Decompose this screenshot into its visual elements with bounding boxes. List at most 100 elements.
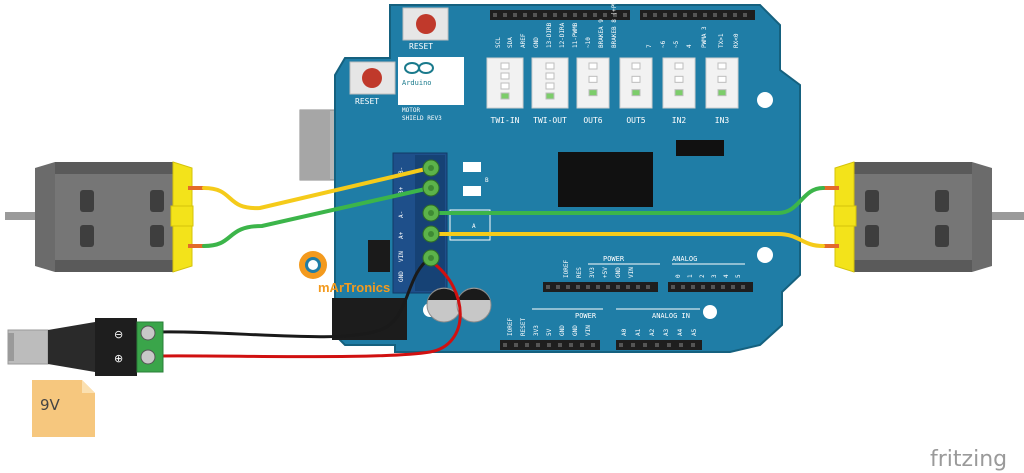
small-chip: [676, 140, 724, 156]
header-pin: [591, 343, 595, 347]
top-pin-label: RX<0: [733, 33, 740, 48]
top-pin-label: PWMA 3: [701, 26, 708, 48]
header-pin: [513, 13, 517, 17]
header-pin: [619, 343, 623, 347]
reset-label-top: RESET: [409, 42, 433, 51]
reset-label-left: RESET: [355, 97, 379, 106]
top-pin-label: BRAKEA 9: [598, 19, 605, 48]
header-pin: [673, 13, 677, 17]
shield-power-pin-label: IOREF: [563, 260, 570, 278]
header-pin: [741, 285, 745, 289]
svg-text:A: A: [472, 223, 476, 230]
connector-out6: OUT6: [576, 57, 610, 125]
reset-button-top[interactable]: [402, 7, 449, 41]
top-pin-label: 7: [646, 44, 653, 48]
header-pin: [580, 343, 584, 347]
header-pin: [646, 285, 650, 289]
a-box: A: [449, 209, 491, 241]
jack-plus-symbol: ⊕: [114, 352, 123, 365]
shield-power-pin-label: +5V: [602, 267, 609, 278]
header-pin: [523, 13, 527, 17]
header-pin: [493, 13, 497, 17]
header-pin: [514, 343, 518, 347]
mount-hole: [757, 92, 773, 108]
header-pin: [603, 13, 607, 17]
header-pin: [536, 343, 540, 347]
header-pin: [553, 13, 557, 17]
header-pin: [576, 285, 580, 289]
shield-analog-pin-label: 3: [711, 274, 718, 278]
arduino-logo-text: Arduino: [402, 79, 432, 87]
battery-9v: 9V: [32, 380, 95, 437]
shield-power-pin-label: RES: [576, 267, 583, 278]
header-pin: [713, 13, 717, 17]
connector-in2: IN2: [662, 57, 696, 125]
header-pin: [655, 343, 659, 347]
wire-black: [154, 256, 432, 339]
header-pin: [573, 13, 577, 17]
shield-analog-pin-label: 0: [675, 274, 682, 278]
shield-analog-header: [668, 282, 753, 292]
connector-label: OUT6: [583, 116, 602, 125]
top-pin-label: GND: [533, 37, 540, 48]
mount-hole: [757, 247, 773, 263]
fritzing-watermark: fritzing: [930, 447, 1007, 472]
wire-yellow-left: [202, 166, 432, 211]
shield-power-pin-label: GND: [615, 267, 622, 278]
header-pin: [547, 343, 551, 347]
shield-analog-pin-label: 4: [723, 274, 730, 278]
header-pin: [721, 285, 725, 289]
bottom-power-pin-label: IOREF: [507, 318, 514, 336]
header-pin: [566, 285, 570, 289]
bottom-power-pin-label: GND: [559, 325, 566, 336]
connector-label: TWI-OUT: [533, 116, 567, 125]
header-pin: [583, 13, 587, 17]
header-pin: [636, 285, 640, 289]
header-pin: [701, 285, 705, 289]
top-pin-label: ~5: [673, 40, 680, 48]
connector-twi-out: TWI-OUT: [531, 57, 569, 125]
connector-out5: OUT5: [619, 57, 653, 125]
bottom-analog-pin-label: A5: [691, 328, 698, 336]
header-pin: [691, 285, 695, 289]
header-pin: [643, 13, 647, 17]
header-pin: [563, 13, 567, 17]
bottom-power-pin-label: 3V3: [533, 325, 540, 336]
header-pin: [743, 13, 747, 17]
shield-power-header: [543, 282, 658, 292]
header-pin: [731, 285, 735, 289]
header-pin: [543, 13, 547, 17]
top-pin-label: ~6: [660, 40, 667, 48]
terminal-screw-icon: [422, 204, 440, 222]
terminal-label: A-: [398, 211, 405, 218]
header-pin: [586, 285, 590, 289]
top-pin-label: TX>1: [718, 33, 725, 48]
martronics-gear-icon: [299, 251, 327, 279]
terminal-label: B-: [398, 167, 405, 174]
header-pin: [556, 285, 560, 289]
header-pin: [733, 13, 737, 17]
shield-power-title: POWER: [603, 255, 625, 263]
wire-yellow-right: [428, 232, 825, 248]
b-indicator: B: [463, 162, 489, 196]
terminal-label: GND: [398, 271, 405, 282]
wire-green-left: [202, 186, 432, 248]
battery-label: 9V: [40, 396, 61, 414]
regulator: [368, 240, 390, 272]
top-header-right: [640, 10, 755, 20]
connector-label: OUT5: [626, 116, 645, 125]
model-line1: MOTOR: [402, 107, 420, 114]
top-pin-label: 13-DIRB: [546, 22, 553, 48]
header-pin: [533, 13, 537, 17]
header-pin: [679, 343, 683, 347]
header-pin: [503, 13, 507, 17]
reset-button-left[interactable]: [349, 61, 396, 95]
top-pin-label: 11-PWMB: [572, 22, 579, 48]
terminal-screw-icon: [422, 249, 440, 267]
bottom-power-pin-label: RESET: [520, 318, 527, 336]
terminal-screw-icon: [422, 159, 440, 177]
plus-screw-icon: [140, 349, 156, 365]
top-pin-label: ~10: [585, 37, 592, 48]
header-pin: [683, 13, 687, 17]
